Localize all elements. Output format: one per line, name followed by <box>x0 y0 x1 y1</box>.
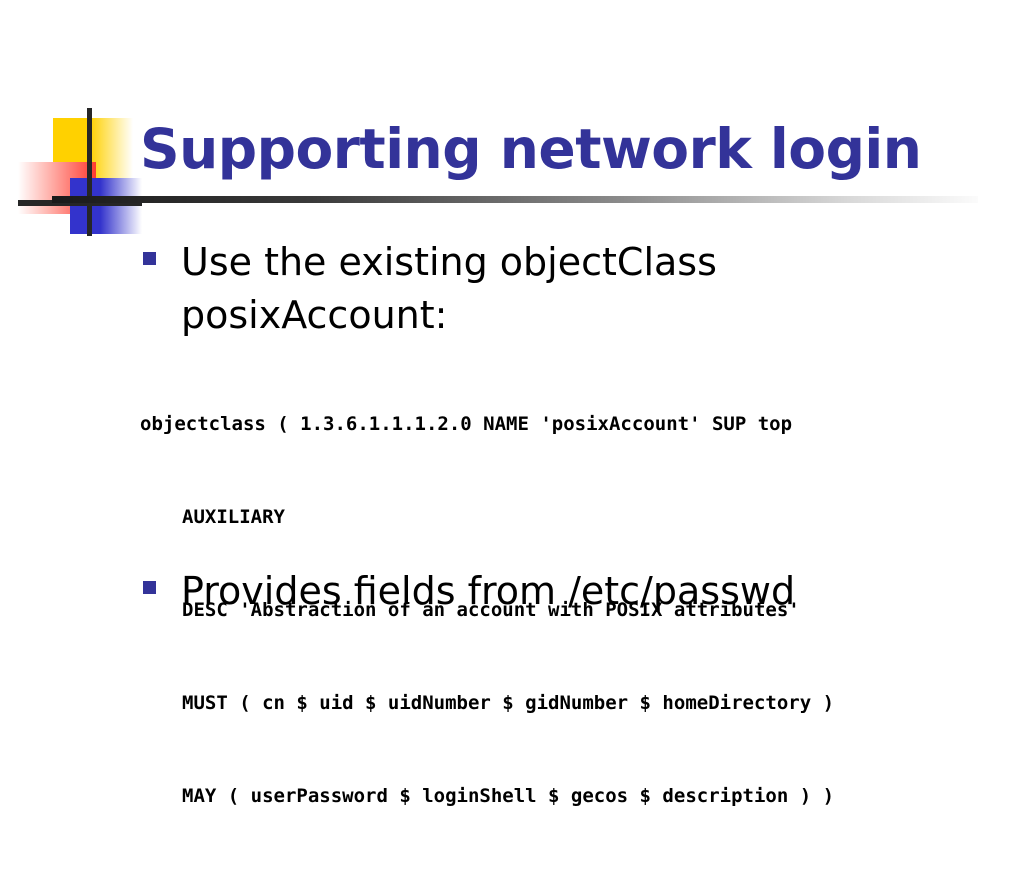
code-line: DESC 'Abstraction of an account with POS… <box>182 599 800 621</box>
title-divider <box>52 196 978 203</box>
code-line: objectclass ( 1.3.6.1.1.1.2.0 NAME 'posi… <box>140 413 793 435</box>
code-line: AUXILIARY <box>182 506 285 528</box>
slide-body: Use the existing objectClass posixAccoun… <box>140 236 923 807</box>
horizontal-line-icon <box>18 200 142 206</box>
code-line: MAY ( userPassword $ loginShell $ gecos … <box>182 785 835 807</box>
code-line: MUST ( cn $ uid $ uidNumber $ gidNumber … <box>182 692 835 714</box>
vertical-line-icon <box>87 108 92 236</box>
bullet-item-2: Provides fields from /etc/passwd <box>143 565 923 618</box>
bullet-square-icon <box>143 581 156 594</box>
blue-square-icon <box>70 178 142 234</box>
bullet-square-icon <box>143 252 156 265</box>
bullet-label: Use the existing objectClass posixAccoun… <box>181 240 717 337</box>
bullet-item-1: Use the existing objectClass posixAccoun… <box>143 236 783 342</box>
slide-logo-mark <box>18 100 168 240</box>
presentation-slide: Supporting network login Use the existin… <box>18 100 978 807</box>
slide-title: Supporting network login <box>140 117 922 181</box>
bullet-label: Provides fields from /etc/passwd <box>181 569 796 613</box>
